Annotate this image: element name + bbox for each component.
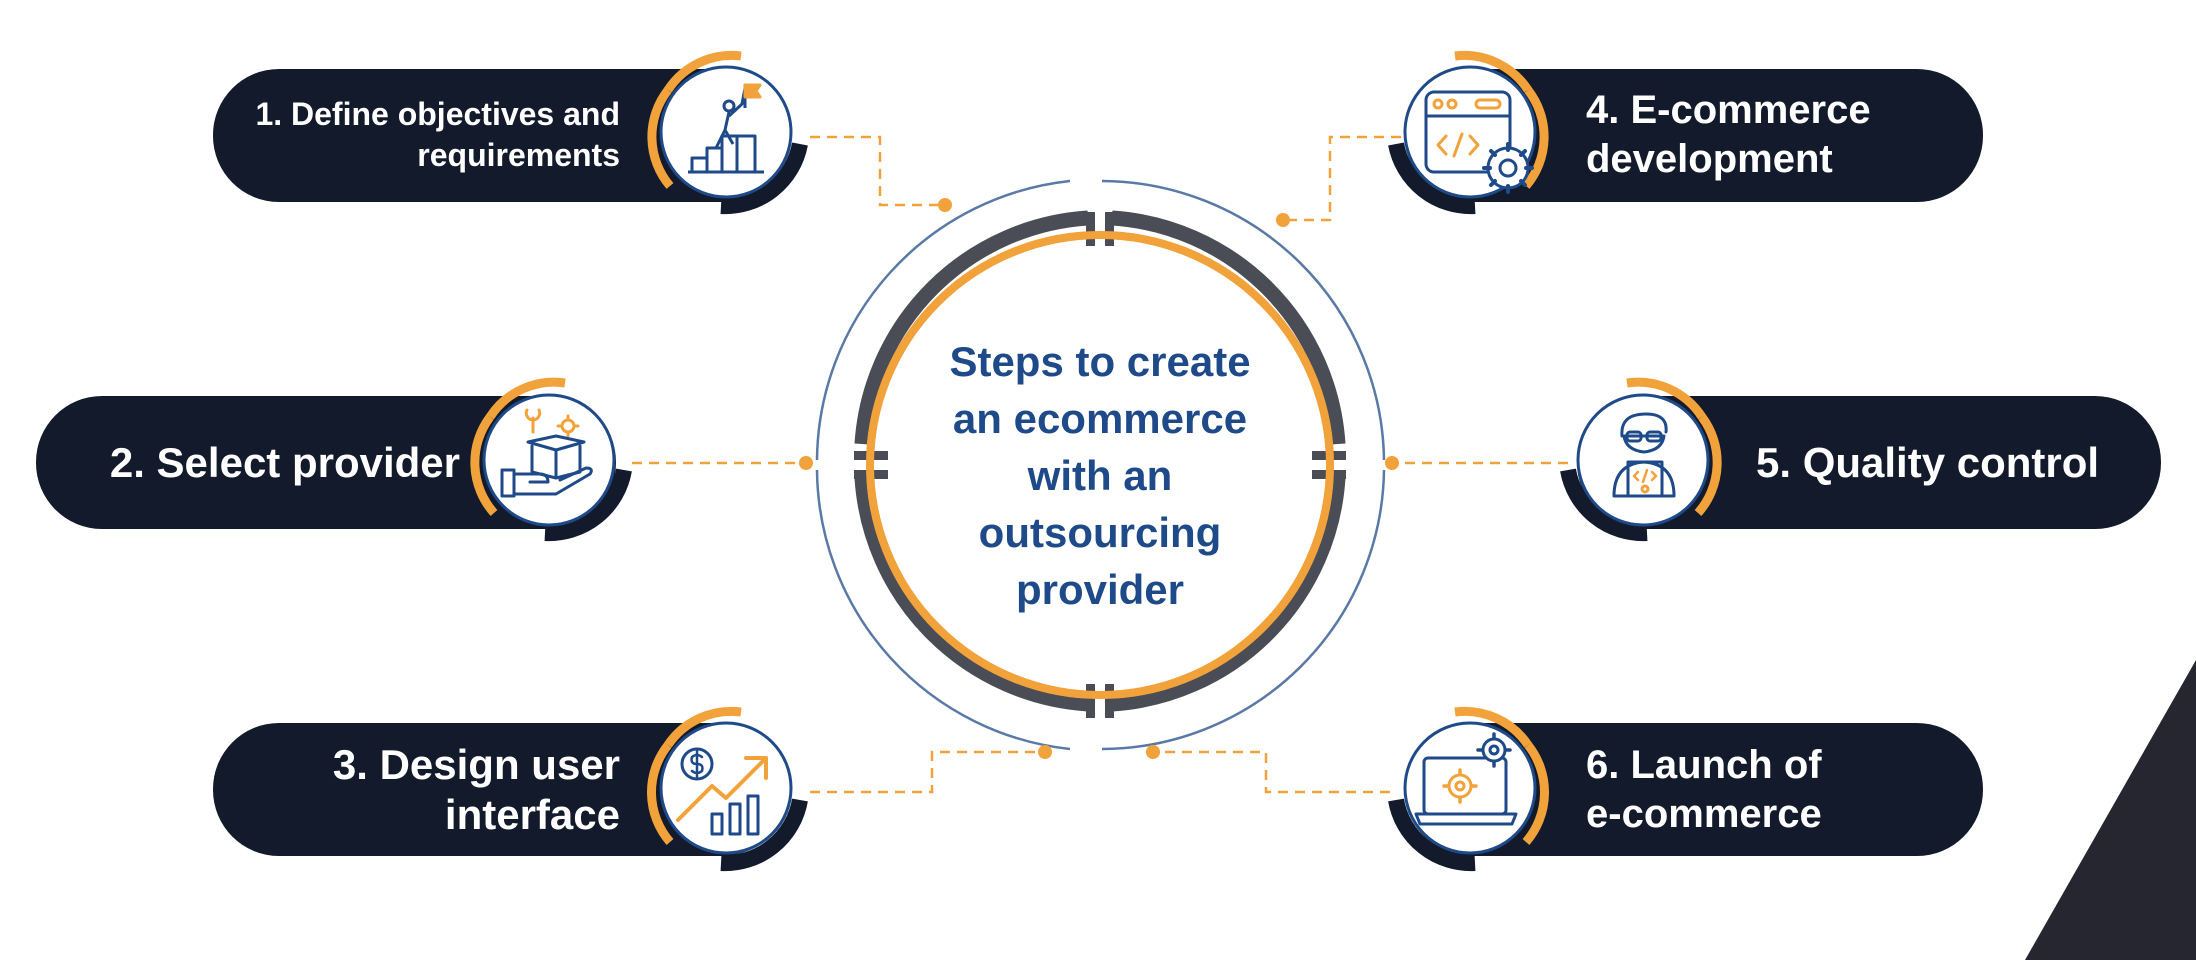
outer-ring-arc-top-left [815, 179, 1071, 461]
step-2-label: 2. Select provider [60, 400, 460, 526]
step-6-pill [1405, 723, 1983, 856]
developer-laptop-icon [1612, 412, 1676, 498]
connector-dot-5 [1385, 456, 1399, 470]
gray-ring-arc-top-left [854, 210, 1089, 445]
connector-dots [799, 198, 1399, 759]
connector-step-1 [810, 135, 945, 207]
goal-stairs-flag-icon [688, 83, 764, 174]
connectors [632, 135, 1568, 794]
step-1-label: 1. Define objectives and requirements [220, 72, 620, 198]
step-1-pill [213, 69, 788, 202]
step-6-label-text: 6. Launch of e-commerce [1586, 743, 1822, 836]
connector-dot-3 [1038, 745, 1052, 759]
connector-step-6 [1153, 750, 1390, 794]
connector-step-3 [810, 750, 1045, 794]
gray-ring-arc-bottom-right [1111, 477, 1346, 712]
step-3-label: 3. Design user interface [260, 727, 620, 853]
central-ring [815, 179, 1386, 751]
connector-step-4 [1283, 135, 1418, 222]
step-5-label-text: 5. Quality control [1756, 439, 2100, 486]
step-pills [36, 69, 2161, 856]
step-3-pill [213, 723, 788, 856]
step-4-label: 4. E-commerce development [1586, 72, 1916, 198]
growth-chart-dollar-icon [676, 747, 768, 836]
outer-ring-arc-top-right [1101, 179, 1386, 461]
browser-code-gear-icon [1424, 90, 1534, 194]
laptop-gears-icon [1414, 732, 1518, 826]
step-4-label-text: 4. E-commerce development [1586, 88, 1871, 181]
step-5-pill [1577, 396, 2161, 529]
connector-dot-1 [938, 198, 952, 212]
center-title-text: Steps to create an ecommerce with an out… [949, 337, 1251, 613]
step-5-label: 5. Quality control [1756, 400, 2136, 526]
step-1-label-text: 1. Define objectives and requirements [255, 96, 620, 173]
hand-box-tools-icon [500, 408, 593, 498]
step-2-label-text: 2. Select provider [109, 439, 460, 486]
outer-ring-arc-bottom-right [1101, 469, 1386, 751]
step-2-pill [36, 396, 616, 529]
gray-ring-arc-bottom-left [854, 477, 1089, 712]
step-6-label: 6. Launch of e-commerce [1586, 727, 1916, 853]
outer-ring-arc-bottom-left [815, 469, 1071, 751]
step-4-pill [1405, 69, 1983, 202]
center-title: Steps to create an ecommerce with an out… [900, 330, 1300, 620]
connector-dot-2 [799, 456, 813, 470]
gray-ring-arc-top-right [1111, 210, 1346, 445]
step-3-label-text: 3. Design user interface [332, 741, 620, 838]
orange-ring-overlay [866, 231, 1334, 699]
step-5-badge [1560, 377, 1722, 542]
connector-dot-4 [1276, 213, 1290, 227]
connector-dot-6 [1146, 745, 1160, 759]
corner-decoration [2025, 660, 2196, 960]
